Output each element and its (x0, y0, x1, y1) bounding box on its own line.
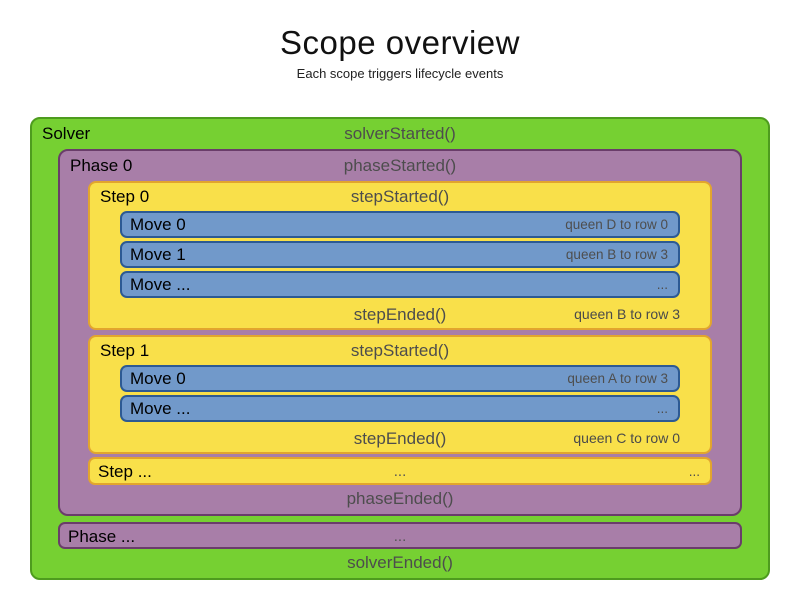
step-0-footer: stepEnded() queen B to row 3 (90, 301, 710, 328)
phase-more-ellipsis-center: ... (393, 528, 407, 545)
step-1-footer: stepEnded() queen C to row 0 (90, 425, 710, 452)
step-more-ellipsis-right: ... (688, 464, 700, 479)
move-annotation: queen A to row 3 (567, 371, 668, 386)
phase-0-footer: phaseEnded() (60, 485, 740, 514)
phase-0-label: Phase 0 (70, 156, 133, 175)
move-label: Move 0 (130, 369, 186, 388)
phase-ended-event: phaseEnded() (346, 489, 454, 508)
move-annotation: ... (656, 401, 668, 416)
step-1-scope: Step 1 stepStarted() Move 0 queen A to r… (88, 335, 712, 454)
step-1-label: Step 1 (100, 341, 150, 360)
step-more-ellipsis-center: ... (393, 463, 407, 480)
step-0-ended-annotation: queen B to row 3 (574, 306, 680, 322)
solver-ended-event: solverEnded() (347, 553, 453, 572)
step-1-move-0: Move 0 queen A to row 3 (120, 365, 680, 392)
step-0-move-0: Move 0 queen D to row 0 (120, 211, 680, 238)
phase-started-event: phaseStarted() (343, 156, 457, 175)
step-0-move-1: Move 1 queen B to row 3 (120, 241, 680, 268)
step-0-started-event: stepStarted() (350, 187, 450, 206)
move-annotation: queen D to row 0 (565, 217, 668, 232)
phase-0-scope: Phase 0 phaseStarted() Step 0 stepStarte… (58, 149, 742, 516)
step-0-scope: Step 0 stepStarted() Move 0 queen D to r… (88, 181, 712, 330)
step-1-ended-annotation: queen C to row 0 (573, 430, 680, 446)
move-label: Move ... (130, 399, 191, 418)
step-0-label: Step 0 (100, 187, 150, 206)
solver-header: Solver solverStarted() (32, 119, 768, 149)
phase-0-header: Phase 0 phaseStarted() (60, 151, 740, 181)
page-title: Scope overview (280, 24, 520, 61)
phase-more-scope: Phase ... ... (58, 522, 742, 549)
solver-footer: solverEnded() (32, 549, 768, 578)
step-1-move-more: Move ... ... (120, 395, 680, 422)
move-annotation: queen B to row 3 (565, 247, 668, 262)
page-subtitle: Each scope triggers lifecycle events (296, 66, 504, 81)
step-0-move-more: Move ... ... (120, 271, 680, 298)
move-annotation: ... (656, 277, 668, 292)
move-label: Move 1 (130, 245, 186, 264)
diagram-canvas: Scope overview Each scope triggers lifec… (0, 0, 800, 580)
step-1-ended-event: stepEnded() (353, 429, 447, 448)
step-1-started-event: stepStarted() (350, 341, 450, 360)
solver-started-event: solverStarted() (344, 124, 456, 143)
solver-label: Solver (42, 124, 91, 143)
step-more-scope: Step ... ... ... (88, 457, 712, 485)
move-label: Move ... (130, 275, 191, 294)
move-label: Move 0 (130, 215, 186, 234)
step-more-label: Step ... (98, 462, 152, 481)
step-1-header: Step 1 stepStarted() (90, 337, 710, 365)
phase-more-label: Phase ... (68, 527, 136, 546)
step-0-header: Step 0 stepStarted() (90, 183, 710, 211)
step-0-ended-event: stepEnded() (353, 305, 447, 324)
solver-scope: Solver solverStarted() Phase 0 phaseStar… (30, 117, 770, 580)
